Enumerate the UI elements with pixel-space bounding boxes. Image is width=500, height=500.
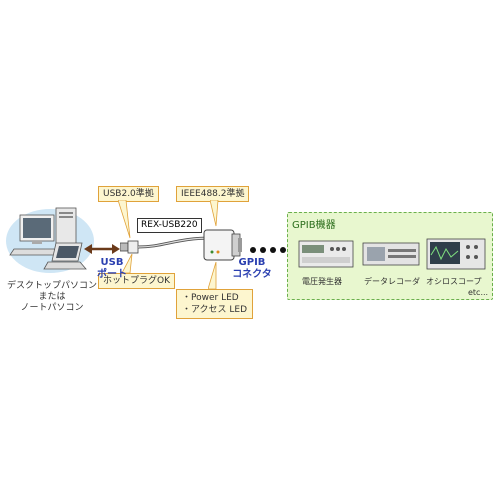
usb-port-label: USB ポート (92, 257, 132, 281)
led-item-access: ・アクセス LED (182, 305, 248, 315)
pc-caption: デスクトップパソコン または ノートパソコン (0, 281, 104, 314)
pc-caption-line: デスクトップパソコン (6, 281, 97, 291)
oscilloscope-icon (426, 238, 486, 270)
gpib-connector-label: GPIB コネクタ (226, 257, 278, 281)
pc-caption-line: または (38, 292, 66, 302)
gpib-devices-title: GPIB機器 (292, 220, 336, 231)
device-label-data-recorder: データレコーダ (364, 277, 420, 286)
gpib-connector-line: コネクタ (232, 269, 272, 280)
connection-dot (260, 247, 266, 253)
etc-label: etc... (468, 288, 489, 297)
led-item-power: ・Power LED (182, 293, 239, 303)
gpib-connector-line: GPIB (238, 257, 266, 268)
computer-icon (6, 207, 94, 273)
callout-tail (118, 200, 131, 239)
pc-caption-line: ノートパソコン (20, 303, 84, 313)
voltage-generator-icon (298, 240, 354, 268)
bidirectional-arrow (84, 244, 120, 254)
connection-dot (280, 247, 286, 253)
callout-leds: ・Power LED ・アクセス LED (176, 289, 254, 319)
gpib-devices-panel: GPIB機器 電圧発生器 データレコーダ オシロスコープ etc... (287, 212, 493, 300)
callout-tail (208, 262, 217, 290)
gpib-adapter-icon (203, 229, 242, 261)
product-name-label: REX-USB220 (137, 218, 202, 233)
usb-cable (137, 236, 214, 249)
connection-dot (270, 247, 276, 253)
usb-port-line: ポート (97, 269, 127, 280)
connection-dot (250, 247, 256, 253)
device-label-oscilloscope: オシロスコープ (426, 277, 482, 286)
callout-usb20: USB2.0準拠 (98, 186, 159, 202)
data-recorder-icon (362, 242, 420, 266)
device-label-voltage-generator: 電圧発生器 (302, 277, 342, 286)
callout-tail (122, 254, 133, 274)
usb-port-line: USB (100, 257, 124, 268)
callout-tail (210, 200, 219, 227)
pc-illustration (4, 205, 100, 275)
callout-hotplug: ホットプラグOK (98, 273, 175, 289)
